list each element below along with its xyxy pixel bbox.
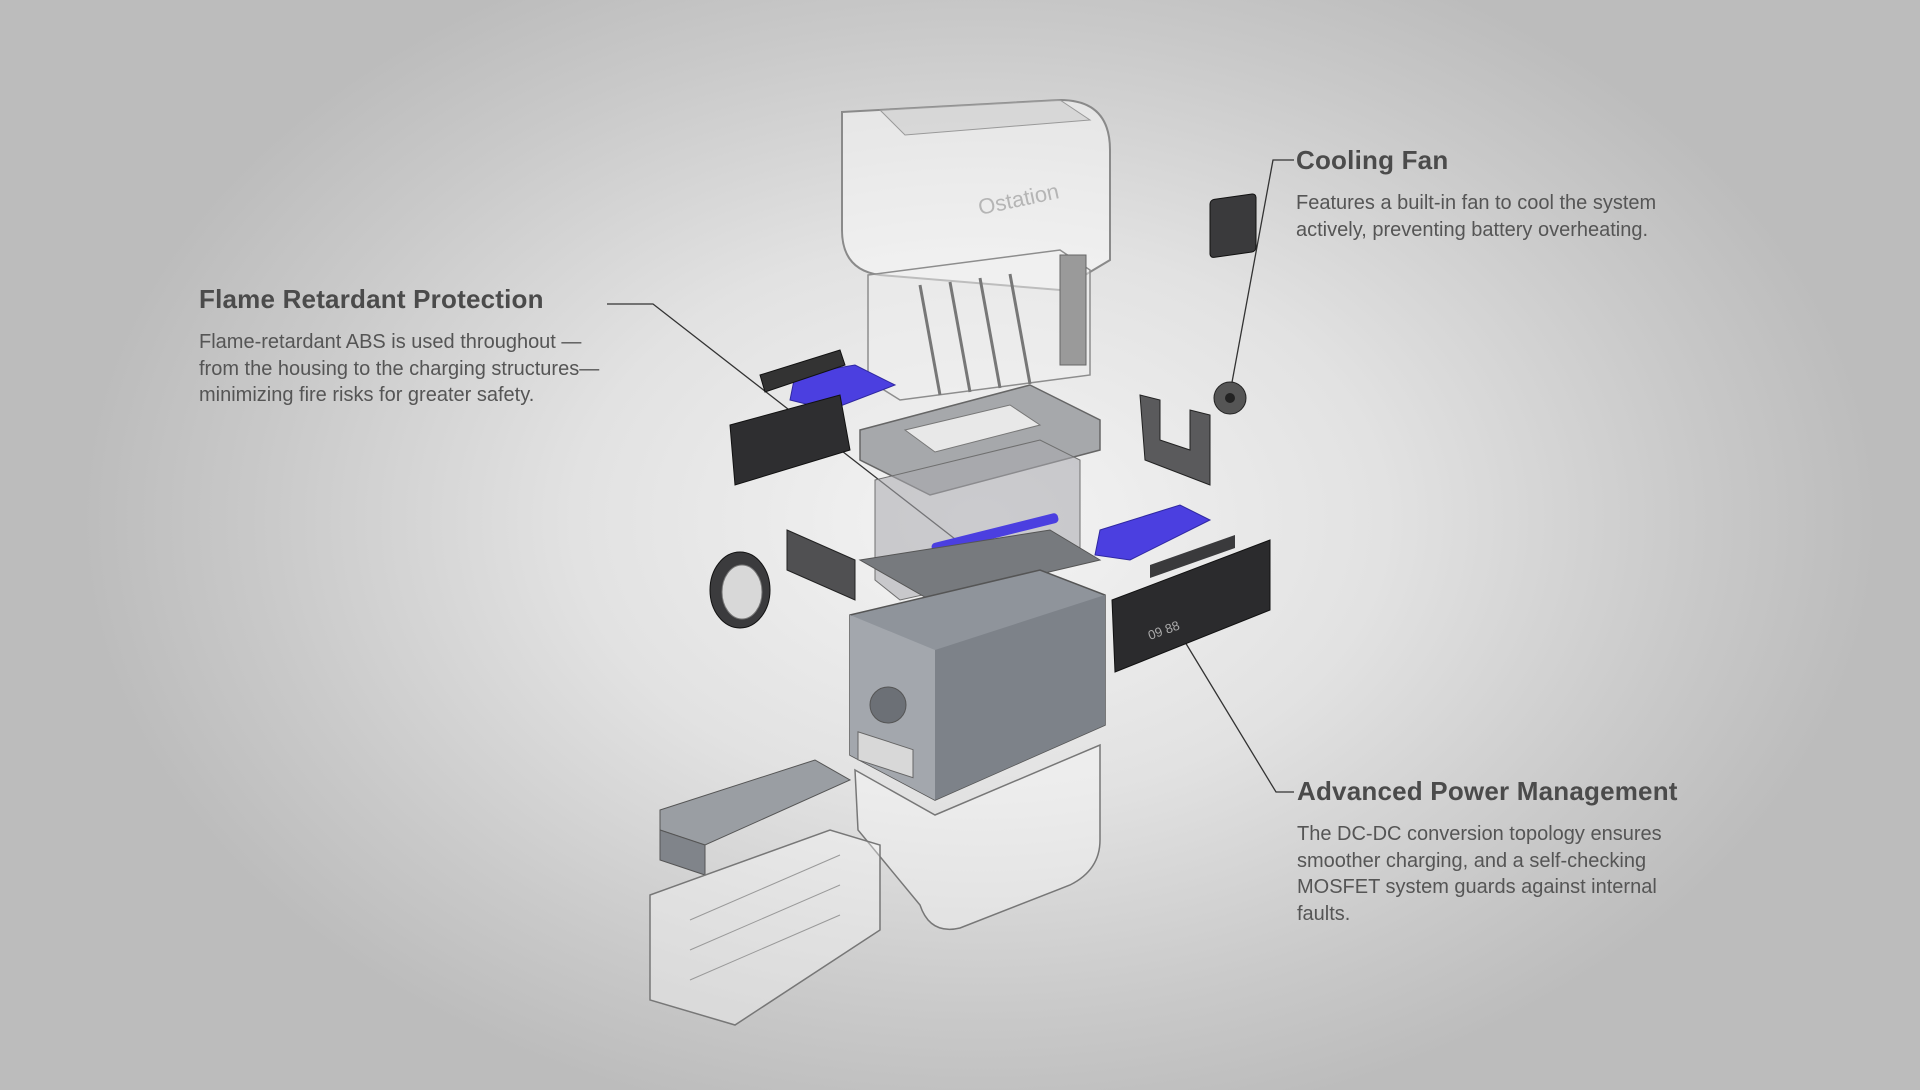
cell-holder [867, 249, 1091, 401]
blue-part-right [1094, 504, 1212, 561]
leader-line-flame [607, 303, 956, 540]
leader-line-fan [1227, 159, 1294, 405]
callout-line: actively, preventing battery overheating… [1296, 218, 1649, 241]
bottom-case [854, 743, 1101, 930]
round-connector [709, 551, 771, 629]
connector-board [759, 349, 846, 393]
callout-flame-retardant: Flame Retardant Protection Flame-retarda… [199, 284, 679, 409]
side-panel-left [729, 394, 851, 486]
callout-body: The DC-DC conversion topology ensures sm… [1297, 821, 1757, 927]
callout-line: minimizing fire risks for greater safety… [199, 384, 535, 406]
callout-line: MOSFET system guards against internal [1297, 876, 1657, 898]
callout-power-management: Advanced Power Management The DC-DC conv… [1297, 776, 1757, 927]
callout-line: from the housing to the charging structu… [199, 357, 600, 380]
callout-title: Flame Retardant Protection [199, 284, 544, 314]
battery-tray [649, 759, 881, 1026]
callout-title: Advanced Power Management [1297, 776, 1678, 806]
callout-line: smoother charging, and a self-checking [1297, 849, 1647, 872]
mid-frame [858, 384, 1102, 601]
callout-title: Cooling Fan [1296, 145, 1449, 175]
side-panel-small [786, 529, 856, 601]
callout-line: Features a built-in fan to cool the syst… [1296, 192, 1657, 214]
callout-line: faults. [1297, 902, 1351, 925]
top-lid: Ostation [841, 98, 1111, 292]
leader-line-power [1181, 636, 1294, 793]
callout-body: Flame-retardant ABS is used throughout —… [199, 329, 679, 409]
callout-body: Features a built-in fan to cool the syst… [1296, 190, 1756, 243]
blue-part-left [789, 364, 897, 411]
cooling-fan-part [1209, 193, 1257, 415]
control-pcb: 09 88 [1111, 535, 1271, 673]
main-housing [849, 569, 1106, 801]
callout-cooling-fan: Cooling Fan Features a built-in fan to c… [1296, 145, 1756, 243]
fan-bracket [1139, 394, 1211, 486]
callout-line: Flame-retardant ABS is used throughout — [199, 331, 582, 353]
callout-line: The DC-DC conversion topology ensures [1297, 823, 1662, 845]
